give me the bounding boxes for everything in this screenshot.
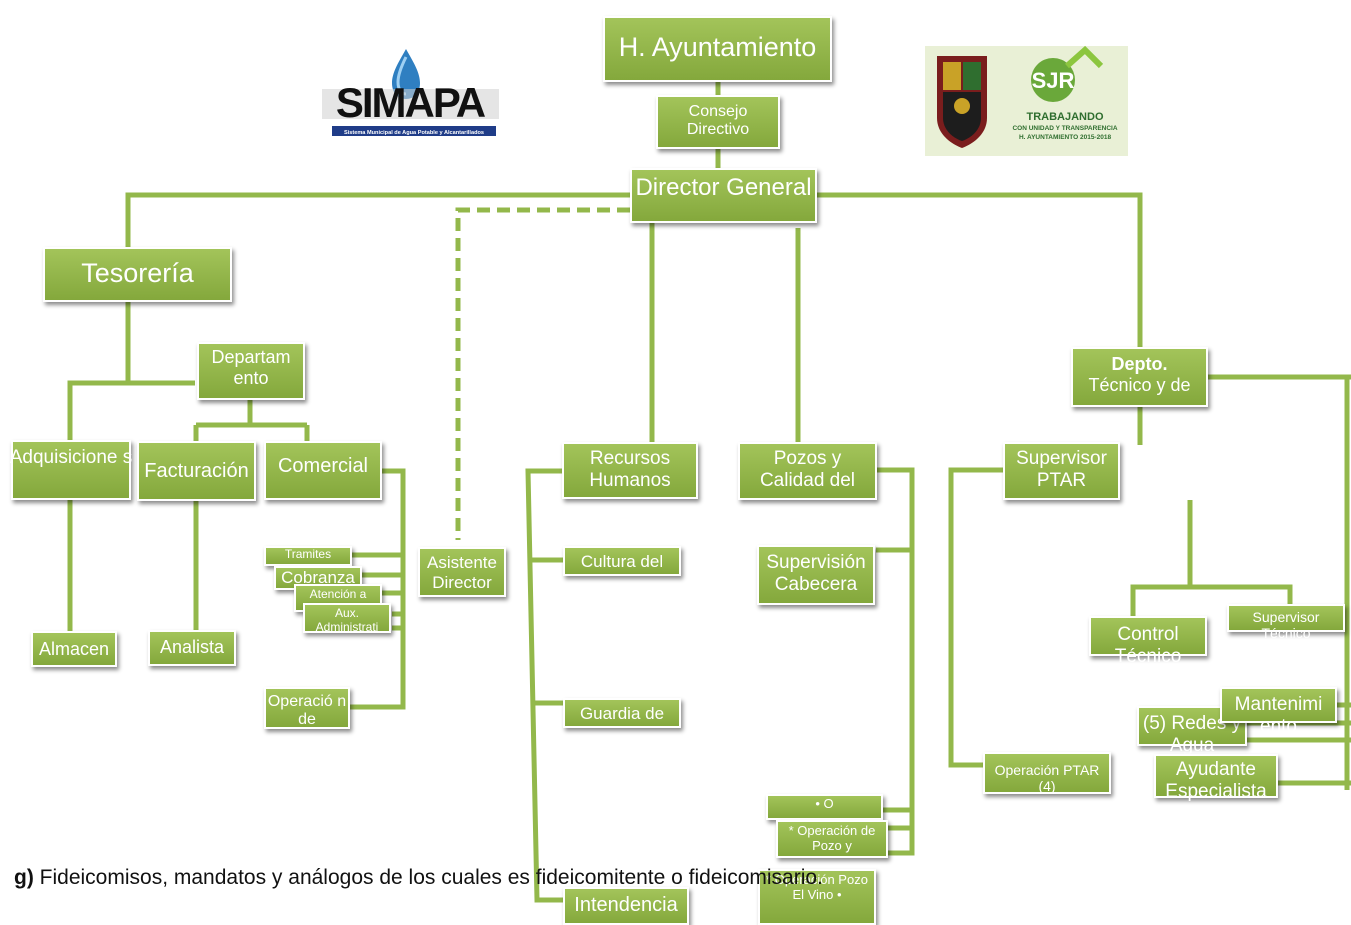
sjr-logo-image: SJR TRABAJANDO CON UNIDAD Y TRANSPARENCI… <box>937 45 1118 148</box>
label-h-ayuntamiento: H. Ayuntamiento <box>618 32 817 62</box>
label-almacen: Almacen <box>38 639 110 659</box>
box-recursos-humanos: Recursos Humanos <box>562 442 698 499</box>
label-analista: Analista <box>159 637 225 657</box>
label-tesoreria: Tesorería <box>81 258 194 288</box>
label-facturacion: Facturación <box>144 460 249 482</box>
box-operacion-pozo-y: * Operación de Pozo y <box>776 820 888 858</box>
sjr-logo: SJR TRABAJANDO CON UNIDAD Y TRANSPARENCI… <box>925 45 1128 156</box>
label-supervisor-ptar: Supervisor PTAR <box>1016 448 1107 491</box>
box-control-tecnico: Control Técnico <box>1089 616 1207 667</box>
box-comercial: Comercial <box>264 441 382 500</box>
label-operacion-pozo-y: * Operación de Pozo y <box>788 823 876 853</box>
label-intendencia: Intendencia <box>574 894 678 916</box>
box-supervisor-ptar: Supervisor PTAR <box>1003 442 1120 500</box>
label-aux-administrativo: Aux. Administrati <box>315 606 379 634</box>
label-depto-bold: Depto. <box>1111 354 1168 374</box>
box-almacen: Almacen <box>31 631 117 667</box>
box-ayudante-especialista: Ayudante Especialista <box>1154 754 1278 802</box>
svg-text:TRABAJANDO: TRABAJANDO <box>1027 111 1104 123</box>
box-operacion-pozo-el-vino: * Operación Pozo El Vino • <box>758 869 876 925</box>
label-redes-agua: (5) Redes y Agua <box>1142 713 1242 756</box>
box-operacion-pozo-o: • O <box>766 794 883 820</box>
label-adquisiciones: Adquisicione s <box>9 447 133 468</box>
box-director-general: Director General <box>630 168 817 223</box>
box-h-ayuntamiento: H. Ayuntamiento <box>603 16 832 82</box>
box-operacion-comercial: Operació n de <box>264 687 350 729</box>
label-supervision-cabecera: Supervisión Cabecera <box>766 552 866 595</box>
label-pozos-calidad: Pozos y Calidad del <box>759 448 856 491</box>
footer-label: g) <box>14 866 34 889</box>
label-supervisor-tecnico: Supervisor Técnico <box>1252 609 1320 642</box>
label-operacion-comercial: Operació n de <box>267 693 347 729</box>
label-recursos-humanos: Recursos Humanos <box>589 448 671 491</box>
label-depto-rest: Técnico y de <box>1088 374 1191 395</box>
box-tesoreria: Tesorería <box>43 247 232 302</box>
box-adquisiciones: Adquisicione s <box>10 440 132 500</box>
label-atencion: Atención a <box>309 587 367 601</box>
box-pozos-calidad: Pozos y Calidad del <box>738 442 877 500</box>
label-guardia: Guardia de <box>579 704 665 723</box>
label-departamento: Departam ento <box>211 347 291 388</box>
label-operacion-ptar: Operación PTAR (4) <box>994 762 1100 795</box>
footer-text: Fideicomisos, mandatos y análogos de los… <box>33 866 823 889</box>
box-depto-tecnico: Depto. Técnico y de <box>1071 347 1208 407</box>
label-ayudante-especialista: Ayudante Especialista <box>1165 759 1267 802</box>
box-consejo-directivo: Consejo Directivo <box>656 95 780 149</box>
box-guardia: Guardia de <box>563 698 681 728</box>
label-operacion-pozo-o: • O <box>815 796 834 811</box>
svg-text:SJR: SJR <box>1032 68 1075 93</box>
box-supervision-cabecera: Supervisión Cabecera <box>757 545 875 605</box>
svg-text:H. AYUNTAMIENTO 2015-2018: H. AYUNTAMIENTO 2015-2018 <box>1019 134 1112 141</box>
box-aux-administrativo: Aux. Administrati <box>303 603 391 634</box>
label-cultura-del-agua: Cultura del <box>580 552 664 571</box>
label-consejo-directivo: Consejo Directivo <box>686 103 750 139</box>
box-facturacion: Facturación <box>137 441 256 501</box>
box-intendencia: Intendencia <box>563 887 689 925</box>
footer-sentence: g) Fideicomisos, mandatos y análogos de … <box>14 866 823 890</box>
box-departamento: Departam ento <box>197 342 305 400</box>
label-asistente-director: Asistente Director <box>427 553 497 592</box>
box-analista: Analista <box>148 630 236 666</box>
label-control-tecnico: Control Técnico <box>1114 624 1182 667</box>
box-tramites: Tramites <box>264 546 352 566</box>
label-mantenimiento: Mantenimi ento <box>1234 694 1323 737</box>
box-operacion-ptar: Operación PTAR (4) <box>983 752 1111 794</box>
box-mantenimiento: Mantenimi ento <box>1220 687 1337 737</box>
label-director-general: Director General <box>635 174 812 201</box>
box-supervisor-tecnico: Supervisor Técnico <box>1227 604 1345 641</box>
svg-text:SIMAPA: SIMAPA <box>336 79 486 126</box>
label-operacion-pozo-el-vino: * Operación Pozo El Vino • <box>766 872 868 902</box>
svg-text:CON UNIDAD Y TRANSPARENCIA: CON UNIDAD Y TRANSPARENCIA <box>1012 125 1117 132</box>
svg-text:Sistema Municipal de Agua Pota: Sistema Municipal de Agua Potable y Alca… <box>344 130 484 136</box>
simapa-logo: SIMAPA Sistema Municipal de Agua Potable… <box>318 45 503 141</box>
label-comercial: Comercial <box>277 455 369 477</box>
box-asistente-director: Asistente Director <box>418 547 506 597</box>
box-cultura-del-agua: Cultura del <box>563 546 681 576</box>
label-cobranza: Cobranza <box>281 568 355 587</box>
simapa-logo-image: SIMAPA Sistema Municipal de Agua Potable… <box>322 49 499 136</box>
label-tramites: Tramites <box>284 547 332 561</box>
